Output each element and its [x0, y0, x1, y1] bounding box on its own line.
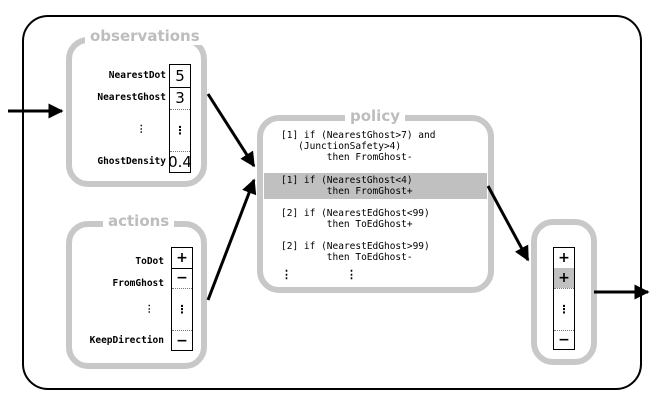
observation-value: 3 — [175, 89, 185, 107]
actions-title: actions — [103, 212, 175, 230]
more-rules-right: ⋮ — [346, 268, 357, 281]
policy-rule: [1] if (NearestGhost>7) and (JunctionSaf… — [281, 130, 435, 163]
more-rules-left: ⋮ — [281, 268, 292, 281]
observation-value: ⋮ — [174, 123, 186, 137]
output-value-highlighted: + — [554, 268, 574, 288]
rule-text: if (NearestEdGhost<99) then ToEdGhost+ — [303, 208, 430, 230]
output-value: − — [558, 332, 570, 348]
action-value: − — [176, 332, 188, 349]
action-value: + — [176, 250, 188, 266]
rule-text: if (NearestEdGhost>99) then ToEdGhost- — [303, 241, 430, 263]
rule-index: [2] — [281, 241, 299, 252]
observation-label: NearestDot — [108, 70, 166, 81]
action-label: ToDot — [135, 256, 164, 267]
action-values-column: + − ⋮ − — [171, 247, 193, 351]
action-label: KeepDirection — [89, 335, 164, 346]
rule-text: if (NearestGhost>7) and (JunctionSafety>… — [298, 130, 436, 163]
output-values-column: + + ⋮ − — [553, 247, 575, 350]
observation-value: 0.4 — [168, 153, 192, 171]
observation-label: GhostDensity — [97, 156, 166, 167]
policy-rule: [2] if (NearestEdGhost>99) then ToEdGhos… — [281, 241, 430, 263]
output-value: + — [558, 250, 570, 266]
action-label: ⋮ — [144, 304, 155, 315]
rule-index: [2] — [281, 208, 299, 219]
agent-boundary — [22, 15, 642, 390]
observation-label: NearestGhost — [97, 92, 166, 103]
rule-index: [1] — [281, 130, 299, 141]
policy-to-output-arrow — [486, 185, 530, 262]
rule-index: [1] — [281, 175, 299, 186]
highlighted-rule-background — [264, 173, 487, 199]
observations-to-policy-arrow — [206, 93, 256, 168]
actions-to-policy-arrow — [206, 178, 257, 301]
policy-rule-highlighted: [1] if (NearestGhost<4) then FromGhost+ — [281, 175, 413, 197]
observations-title: observations — [85, 27, 205, 45]
action-value: ⋮ — [176, 302, 188, 316]
observation-value: 5 — [175, 67, 185, 85]
rule-text: if (NearestGhost<4) then FromGhost+ — [303, 175, 413, 197]
action-label: FromGhost — [112, 278, 164, 289]
observation-label: ⋮ — [136, 124, 147, 135]
action-value: − — [176, 270, 188, 286]
policy-title: policy — [345, 107, 405, 125]
output-value: ⋮ — [558, 302, 570, 316]
policy-rule: [2] if (NearestEdGhost<99) then ToEdGhos… — [281, 208, 430, 230]
observation-values-column: 5 3 ⋮ 0.4 — [168, 64, 192, 173]
